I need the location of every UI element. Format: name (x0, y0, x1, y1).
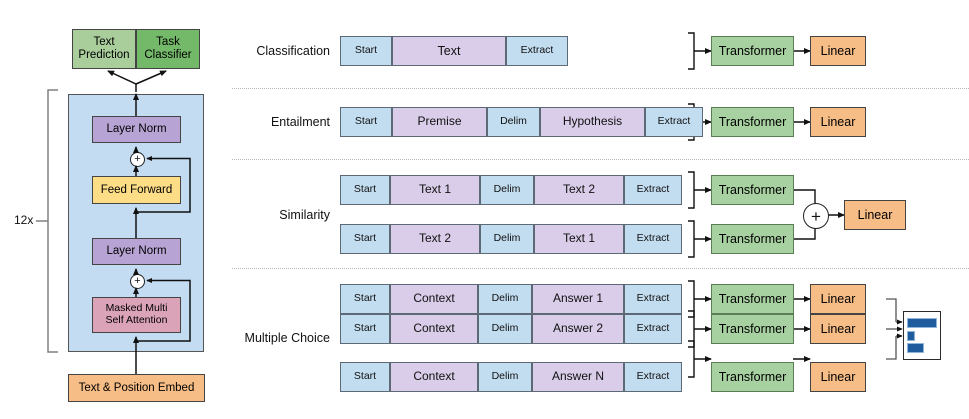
token-start[interactable]: Start (340, 107, 392, 137)
separator-2 (232, 159, 969, 160)
transformer-mc-1[interactable]: Transformer (711, 284, 794, 314)
token-text-2[interactable]: Text 2 (390, 224, 480, 254)
row-label-similarity: Similarity (279, 208, 330, 222)
transformer-mc-2[interactable]: Transformer (711, 314, 794, 344)
token-extract[interactable]: Extract (624, 362, 682, 392)
token-extract[interactable]: Extract (624, 284, 682, 314)
token-text-1[interactable]: Text 1 (534, 224, 624, 254)
token-start[interactable]: Start (340, 362, 390, 392)
row-label-entailment: Entailment (270, 115, 330, 129)
token-context[interactable]: Context (390, 362, 478, 392)
linear-mc-1[interactable]: Linear (810, 284, 866, 314)
separator-3 (232, 268, 969, 269)
repeat-count-label: 12x (14, 213, 34, 227)
plus-glyph-lower: + (134, 275, 141, 287)
token-start[interactable]: Start (340, 36, 392, 66)
task-classifier-line2: Classifier (144, 49, 192, 61)
transformer-mc-3[interactable]: Transformer (711, 362, 794, 392)
row-label-multiple-choice: Multiple Choice (244, 331, 330, 345)
attention-line2: Self Attention (105, 314, 168, 326)
layer-norm-top-label: Layer Norm (106, 123, 167, 136)
residual-add-lower: + (130, 274, 145, 289)
transformer-entailment[interactable]: Transformer (711, 107, 794, 137)
transformer-classification[interactable]: Transformer (711, 36, 794, 66)
softmax-bar-chart (903, 311, 941, 360)
token-premise[interactable]: Premise (392, 107, 487, 137)
text-position-embed-label: Text & Position Embed (78, 381, 195, 394)
token-answer-2[interactable]: Answer 2 (532, 314, 624, 344)
token-delim[interactable]: Delim (478, 362, 532, 392)
linear-similarity[interactable]: Linear (844, 200, 906, 230)
feed-forward[interactable]: Feed Forward (92, 176, 181, 204)
token-extract[interactable]: Extract (506, 36, 568, 66)
token-answer-n[interactable]: Answer N (532, 362, 624, 392)
separator-1 (232, 88, 969, 89)
text-prediction-line1: Text (93, 36, 115, 49)
token-delim[interactable]: Delim (480, 224, 534, 254)
bar-answer-1 (907, 318, 937, 328)
token-delim[interactable]: Delim (487, 107, 540, 137)
token-text-1[interactable]: Text 1 (390, 175, 480, 205)
plus-glyph-upper: + (134, 153, 141, 165)
token-context[interactable]: Context (390, 284, 478, 314)
token-text[interactable]: Text (392, 36, 506, 66)
linear-mc-3[interactable]: Linear (810, 362, 866, 392)
token-context[interactable]: Context (390, 314, 478, 344)
task-classifier-line1: Task (156, 36, 180, 49)
transformer-similarity-a[interactable]: Transformer (711, 175, 794, 205)
token-delim[interactable]: Delim (480, 175, 534, 205)
linear-mc-2[interactable]: Linear (810, 314, 866, 344)
token-extract[interactable]: Extract (624, 314, 682, 344)
task-classifier-head[interactable]: Task Classifier (136, 29, 200, 69)
layer-norm-bottom-label: Layer Norm (106, 245, 167, 258)
text-prediction-head[interactable]: Text Prediction (72, 29, 136, 69)
token-start[interactable]: Start (340, 314, 390, 344)
residual-add-upper: + (130, 152, 145, 167)
token-answer-1[interactable]: Answer 1 (532, 284, 624, 314)
token-start[interactable]: Start (340, 175, 390, 205)
layer-norm-top[interactable]: Layer Norm (92, 116, 181, 143)
token-extract[interactable]: Extract (624, 224, 682, 254)
token-start[interactable]: Start (340, 224, 390, 254)
token-start[interactable]: Start (340, 284, 390, 314)
similarity-sum-node: + (803, 203, 829, 229)
token-delim[interactable]: Delim (478, 314, 532, 344)
feed-forward-label: Feed Forward (100, 183, 173, 196)
bar-answer-n (907, 343, 924, 353)
layer-norm-bottom[interactable]: Layer Norm (92, 238, 181, 265)
token-extract[interactable]: Extract (624, 175, 682, 205)
linear-entailment[interactable]: Linear (810, 107, 866, 137)
transformer-similarity-b[interactable]: Transformer (711, 224, 794, 254)
text-prediction-line2: Prediction (78, 49, 130, 61)
token-delim[interactable]: Delim (478, 284, 532, 314)
token-text-2[interactable]: Text 2 (534, 175, 624, 205)
text-position-embed[interactable]: Text & Position Embed (68, 374, 205, 402)
masked-multi-self-attention[interactable]: Masked Multi Self Attention (92, 297, 181, 333)
token-hypothesis[interactable]: Hypothesis (540, 107, 645, 137)
bar-answer-2 (907, 331, 915, 341)
plus-glyph-similarity: + (811, 206, 821, 226)
linear-classification[interactable]: Linear (810, 36, 866, 66)
row-label-classification: Classification (256, 44, 330, 58)
token-extract[interactable]: Extract (645, 107, 703, 137)
